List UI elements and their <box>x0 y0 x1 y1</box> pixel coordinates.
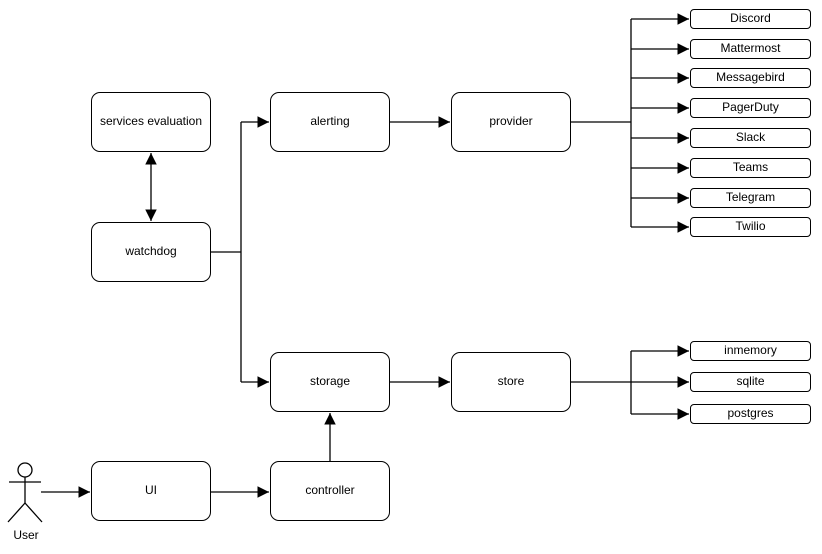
node-store-sqlite: sqlite <box>690 372 811 392</box>
node-ui: UI <box>91 461 211 521</box>
node-store-inmemory: inmemory <box>690 341 811 361</box>
node-provider-mattermost: Mattermost <box>690 39 811 59</box>
node-provider-teams: Teams <box>690 158 811 178</box>
node-controller: controller <box>270 461 390 521</box>
node-provider-discord: Discord <box>690 9 811 29</box>
node-provider-slack: Slack <box>690 128 811 148</box>
node-storage: storage <box>270 352 390 412</box>
node-store-postgres: postgres <box>690 404 811 424</box>
user-actor-figure <box>7 462 43 523</box>
user-actor-label: User <box>13 528 39 542</box>
node-provider-messagebird: Messagebird <box>690 68 811 88</box>
node-services-evaluation: services evaluation <box>91 92 211 152</box>
node-alerting: alerting <box>270 92 390 152</box>
node-store: store <box>451 352 571 412</box>
node-provider-telegram: Telegram <box>690 188 811 208</box>
node-watchdog: watchdog <box>91 222 211 282</box>
node-provider: provider <box>451 92 571 152</box>
node-provider-pagerduty: PagerDuty <box>690 98 811 118</box>
node-provider-twilio: Twilio <box>690 217 811 237</box>
